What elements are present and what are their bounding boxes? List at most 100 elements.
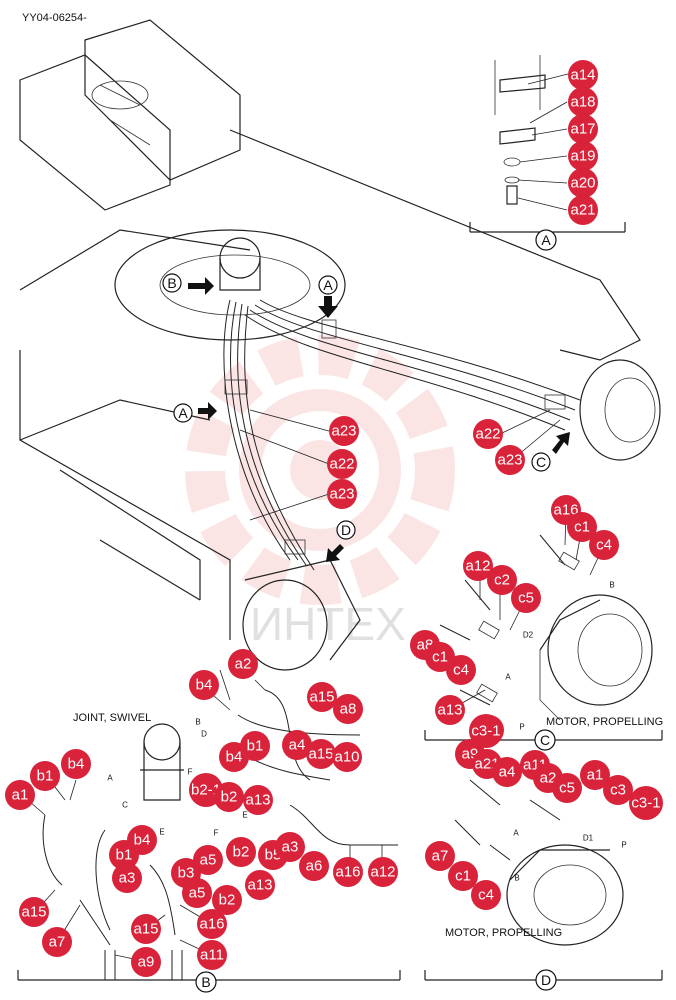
svg-text:F: F (188, 768, 193, 777)
svg-text:b1: b1 (37, 768, 54, 785)
svg-text:c5: c5 (518, 590, 534, 607)
callout-b2: b2 (214, 782, 244, 812)
callout-b1: b1 (30, 761, 60, 791)
callout-c3-1: c3-1 (469, 714, 503, 748)
svg-text:a15: a15 (133, 921, 158, 938)
svg-text:b4: b4 (68, 756, 85, 773)
svg-text:b4: b4 (196, 677, 213, 694)
svg-text:D1: D1 (583, 834, 594, 843)
caption-joint-swivel: JOINT, SWIVEL (73, 712, 151, 724)
callout-a21: a21 (568, 195, 598, 225)
callout-a19: a19 (568, 141, 598, 171)
svg-text:a16: a16 (199, 916, 224, 933)
document-id: YY04-06254- (22, 12, 87, 24)
callout-a15: a15 (306, 739, 336, 769)
svg-text:a23: a23 (329, 486, 354, 503)
svg-text:c4: c4 (453, 662, 469, 679)
svg-text:a22: a22 (329, 456, 354, 473)
callout-a5: a5 (182, 878, 212, 908)
svg-text:b3: b3 (178, 865, 195, 882)
svg-text:a2: a2 (235, 656, 252, 673)
svg-text:a15: a15 (21, 904, 46, 921)
svg-text:c5: c5 (559, 780, 575, 797)
caption-motor-propelling-d: MOTOR, PROPELLING (445, 927, 562, 939)
callout-a9: a9 (131, 947, 161, 977)
callout-a13: a13 (245, 870, 275, 900)
svg-text:a5: a5 (189, 885, 206, 902)
svg-text:a6: a6 (306, 858, 323, 875)
svg-text:E: E (242, 811, 247, 820)
callout-a2: a2 (228, 649, 258, 679)
callout-b4: b4 (61, 749, 91, 779)
callout-c4: c4 (589, 530, 619, 560)
svg-text:c1: c1 (432, 649, 448, 666)
callout-c5: c5 (552, 773, 582, 803)
callout-a23: a23 (329, 416, 359, 446)
svg-text:a22: a22 (475, 426, 500, 443)
callout-a1: a1 (5, 780, 35, 810)
svg-text:b4: b4 (226, 749, 243, 766)
svg-text:A: A (107, 774, 113, 783)
callout-c4: c4 (471, 880, 501, 910)
callout-a13: a13 (435, 695, 465, 725)
svg-text:a20: a20 (570, 175, 595, 192)
callout-b2: b2 (226, 837, 256, 867)
svg-text:D: D (201, 730, 207, 739)
callout-a20: a20 (568, 168, 598, 198)
watermark-gear-icon (185, 335, 455, 605)
svg-text:a13: a13 (245, 792, 270, 809)
svg-text:a3: a3 (119, 870, 136, 887)
callout-group: a14a18a17a19a20a21a23a22a23a22a23a16c1c4… (5, 60, 663, 977)
svg-text:a13: a13 (437, 702, 462, 719)
callout-a3: a3 (112, 863, 142, 893)
callout-c5: c5 (511, 583, 541, 613)
svg-text:a4: a4 (289, 737, 306, 754)
svg-text:a5: a5 (200, 852, 217, 869)
svg-text:a15: a15 (309, 689, 334, 706)
callout-a18: a18 (568, 87, 598, 117)
callout-a23: a23 (327, 479, 357, 509)
callout-a4: a4 (492, 757, 522, 787)
callout-a3: a3 (275, 832, 305, 862)
svg-text:a16: a16 (335, 864, 360, 881)
svg-text:a1: a1 (12, 787, 29, 804)
callout-a22: a22 (473, 419, 503, 449)
svg-text:a13: a13 (247, 877, 272, 894)
svg-text:D: D (341, 522, 351, 538)
callout-a13: a13 (243, 785, 273, 815)
callout-c2: c2 (487, 565, 517, 595)
svg-text:c3-1: c3-1 (631, 795, 660, 812)
svg-text:C: C (122, 801, 128, 810)
callout-c3: c3 (603, 775, 633, 805)
svg-text:a4: a4 (499, 764, 516, 781)
callout-a16: a16 (197, 909, 227, 939)
svg-text:a3: a3 (282, 839, 299, 856)
callout-a1: a1 (580, 760, 610, 790)
svg-text:C: C (536, 454, 546, 470)
callout-a4: a4 (282, 730, 312, 760)
svg-text:F: F (214, 829, 219, 838)
svg-text:B: B (195, 718, 200, 727)
svg-text:b2: b2 (233, 844, 250, 861)
svg-text:a16: a16 (553, 502, 578, 519)
svg-text:P: P (519, 723, 524, 732)
svg-text:a7: a7 (49, 934, 66, 951)
svg-text:a8: a8 (340, 701, 357, 718)
callout-a23: a23 (495, 445, 525, 475)
undercarriage-drawing (19, 19, 661, 671)
svg-text:a17: a17 (570, 121, 595, 138)
svg-text:B: B (201, 974, 210, 990)
svg-text:B: B (609, 581, 614, 590)
callout-b1: b1 (109, 840, 139, 870)
svg-text:B: B (514, 874, 519, 883)
svg-text:A: A (541, 232, 551, 248)
svg-text:C: C (540, 732, 550, 748)
view-a-detail: A (469, 55, 626, 251)
callout-c1: c1 (448, 861, 478, 891)
callout-a15: a15 (307, 682, 337, 712)
callout-a7: a7 (42, 927, 72, 957)
callout-b1: b1 (240, 731, 270, 761)
svg-text:c4: c4 (478, 887, 494, 904)
svg-text:c3: c3 (610, 782, 626, 799)
